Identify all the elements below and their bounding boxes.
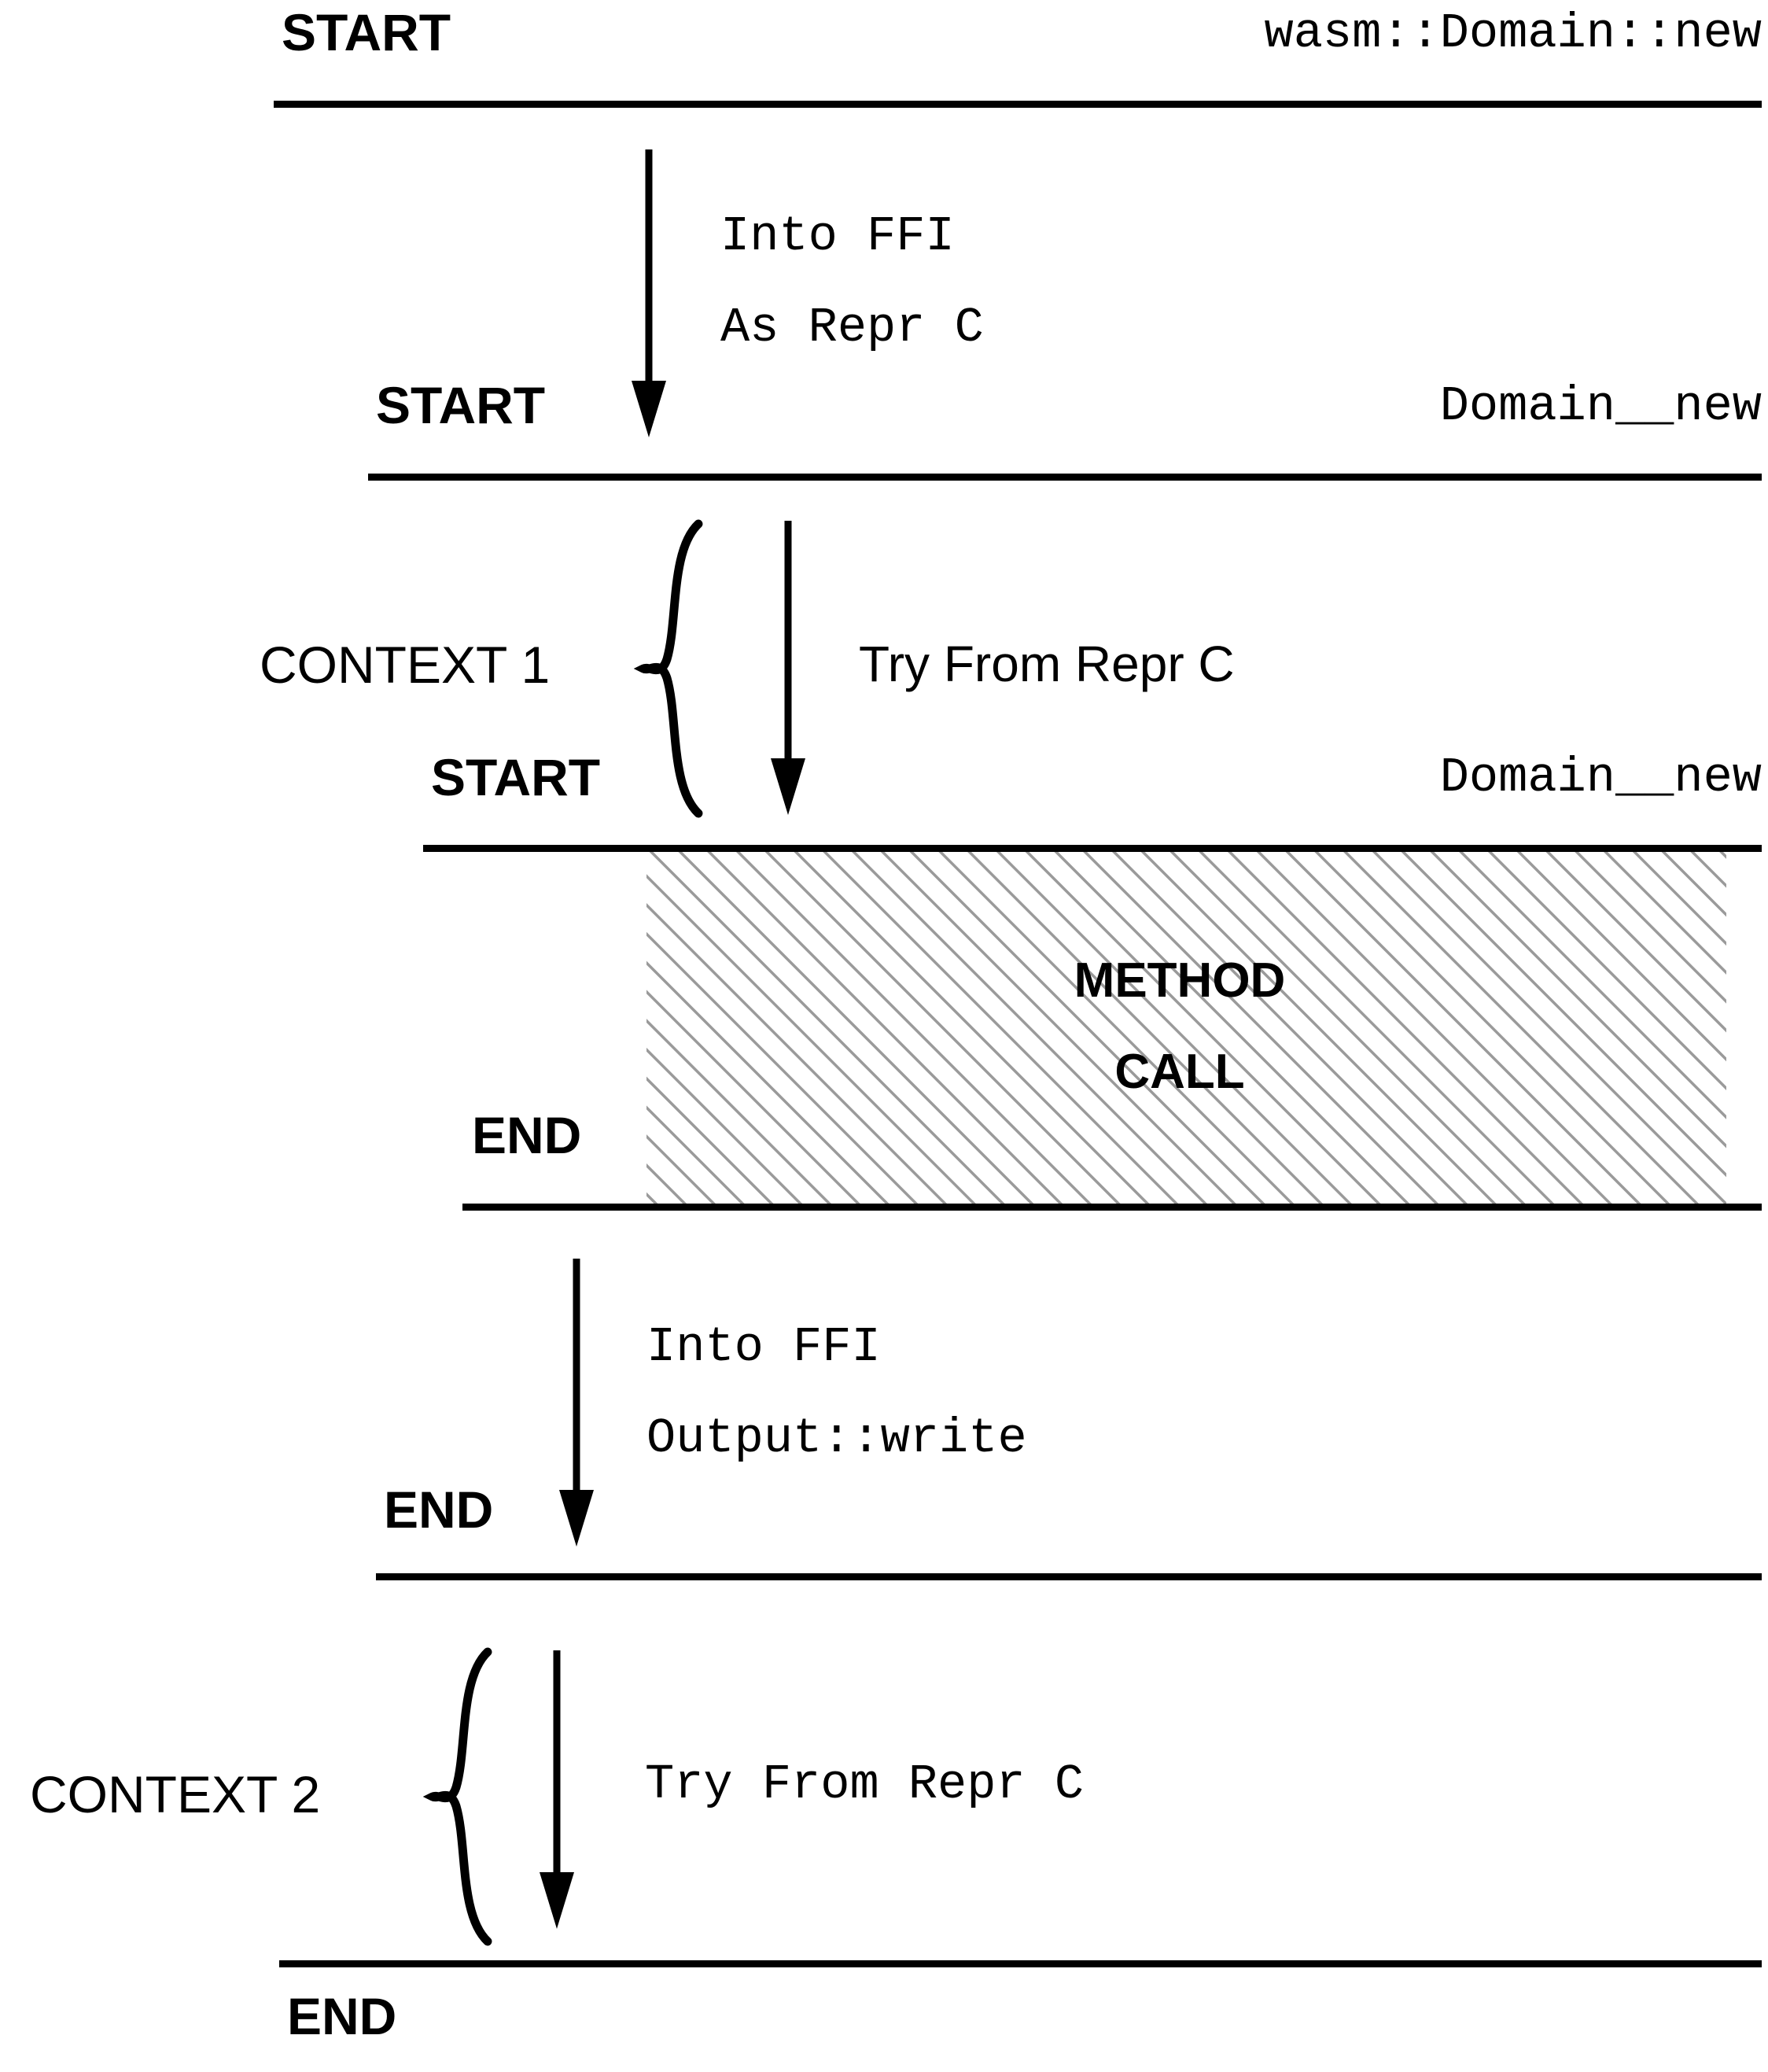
lifeline-label-start-1: START [282,3,451,61]
lifeline-rule-3 [423,845,1762,852]
lifeline-label-start-3: START [431,748,601,806]
curly-brace-icon-1 [633,519,703,818]
transition-label-output-write: Output::write [646,1410,1027,1466]
context-label-1: CONTEXT 1 [260,636,551,694]
method-call-label-line1: METHOD [1074,953,1286,1008]
method-call-label-line2: CALL [1114,1045,1245,1099]
context-label-2: CONTEXT 2 [30,1765,321,1823]
lifeline-label-end-3: END [287,1987,397,2045]
transition-label-try-from-repr-c-1: Try From Repr C [859,636,1235,692]
lifeline-rule-4 [462,1204,1762,1211]
lifeline-rule-5 [376,1573,1762,1580]
arrow-down-icon-3 [559,1259,594,1547]
lifeline-label-start-2: START [376,376,546,434]
lifeline-rule-6 [279,1960,1762,1967]
lifeline-name-wasm-domain-new: wasm::Domain::new [1264,6,1762,61]
lifeline-rule-2 [368,474,1762,481]
lifeline-name-domain-new-2: Domain__new [1439,750,1762,806]
arrow-down-icon-4 [540,1650,574,1929]
curly-brace-icon-2 [422,1647,492,1946]
lifeline-label-end-2: END [384,1480,494,1539]
lifeline-name-domain-new-1: Domain__new [1439,378,1762,434]
arrow-down-icon-2 [771,521,805,815]
transition-label-into-ffi-2: Into FFI [646,1319,881,1375]
arrow-down-icon-1 [632,149,666,437]
lifeline-rule-1 [274,101,1762,108]
lifeline-label-end-1: END [472,1106,582,1164]
transition-label-try-from-repr-c-2: Try From Repr C [645,1757,1085,1812]
hatch-pattern-icon [646,851,1726,1207]
transition-label-as-repr-c: As Repr C [720,300,984,356]
transition-label-into-ffi-1: Into FFI [720,208,955,264]
